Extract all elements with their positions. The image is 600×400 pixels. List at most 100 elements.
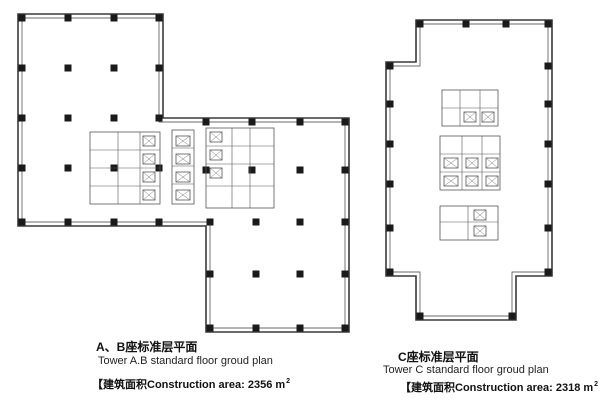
column <box>206 218 214 226</box>
elevator-cross <box>485 175 499 187</box>
column <box>252 270 260 278</box>
elevator-car <box>463 111 477 123</box>
column <box>110 14 118 22</box>
column <box>202 118 210 126</box>
column <box>110 64 118 72</box>
elevator-cross <box>473 225 487 237</box>
elevator-cross <box>209 167 223 179</box>
column <box>502 20 510 28</box>
column <box>544 224 552 232</box>
elevator-car <box>481 111 495 123</box>
column <box>64 14 72 22</box>
column <box>544 62 552 70</box>
tower-c-outer-wall <box>385 19 553 321</box>
column <box>544 180 552 188</box>
column <box>296 324 304 332</box>
elevator-cross <box>465 157 479 169</box>
elevator-cross <box>485 157 499 169</box>
column <box>155 218 163 226</box>
column <box>248 118 256 126</box>
column <box>386 180 394 188</box>
column <box>386 100 394 108</box>
tower-ab-area-text: 【建筑面积Construction area: 2356 m <box>92 379 286 391</box>
elevator-car <box>175 153 191 165</box>
tower-c-area-unit-exp: 2 <box>594 381 599 388</box>
structural-columns <box>18 14 552 332</box>
column <box>155 114 163 122</box>
column <box>544 140 552 148</box>
elevator-cross <box>443 175 459 187</box>
elevator-cross <box>443 157 459 169</box>
elevator-cross <box>465 175 479 187</box>
column <box>64 164 72 172</box>
elevator-cross <box>175 135 191 147</box>
column <box>110 114 118 122</box>
elevator-car <box>485 175 499 187</box>
core-partition-lines <box>90 128 274 208</box>
c-core-partitions <box>440 90 500 240</box>
elevator-car <box>485 157 499 169</box>
column <box>341 218 349 226</box>
column <box>155 64 163 72</box>
column <box>296 218 304 226</box>
column <box>18 14 26 22</box>
column <box>64 64 72 72</box>
tower-ab-area: 【建筑面积Construction area: 2356 m2 <box>92 378 290 391</box>
elevator-car <box>465 157 479 169</box>
column <box>386 140 394 148</box>
tower-c-area-text: 【建筑面积Construction area: 2318 m <box>400 382 594 394</box>
elevator-car <box>465 175 479 187</box>
elevator-cross <box>473 209 487 221</box>
column <box>544 268 552 276</box>
elevator-car <box>209 131 223 143</box>
column <box>248 166 256 174</box>
column <box>18 114 26 122</box>
elevator-car <box>443 175 459 187</box>
elevator-cross <box>209 149 223 161</box>
tower-ab-title: A、B座标准层平面 <box>96 340 198 354</box>
elevator-car <box>473 225 487 237</box>
column <box>341 270 349 278</box>
tower-c-title: C座标准层平面 <box>398 350 479 364</box>
elevator-cross <box>142 171 156 183</box>
column <box>341 118 349 126</box>
column <box>341 166 349 174</box>
column <box>386 62 394 70</box>
elevator-car <box>175 171 191 183</box>
column <box>296 118 304 126</box>
elevator-cross <box>175 189 191 201</box>
elevator-car <box>209 149 223 161</box>
column <box>462 20 470 28</box>
column <box>18 218 26 226</box>
elevator-car <box>209 167 223 179</box>
elevator-car <box>443 157 459 169</box>
tower-c-subtitle: Tower C standard floor groud plan <box>383 364 549 376</box>
column <box>252 218 260 226</box>
column <box>206 270 214 278</box>
elevator-car <box>473 209 487 221</box>
elevator-cross <box>142 135 156 147</box>
elevator-cars <box>142 131 223 201</box>
c-core-middle <box>439 135 501 191</box>
column <box>110 218 118 226</box>
column <box>416 20 424 28</box>
column <box>386 224 394 232</box>
column <box>64 218 72 226</box>
column <box>155 14 163 22</box>
tower-c-area: 【建筑面积Construction area: 2318 m2 <box>400 381 598 394</box>
elevator-cross <box>175 153 191 165</box>
column <box>64 114 72 122</box>
tower-ab-outer-wall <box>17 13 350 333</box>
core-block-middle <box>171 129 195 205</box>
column <box>206 324 214 332</box>
column <box>508 312 516 320</box>
elevator-car <box>142 171 156 183</box>
tower-c-inner-wall <box>389 23 549 317</box>
elevator-car <box>142 189 156 201</box>
elevator-cross <box>481 111 495 123</box>
column <box>18 64 26 72</box>
column <box>341 324 349 332</box>
elevator-car <box>175 189 191 201</box>
c-elevator-cars <box>443 111 499 237</box>
